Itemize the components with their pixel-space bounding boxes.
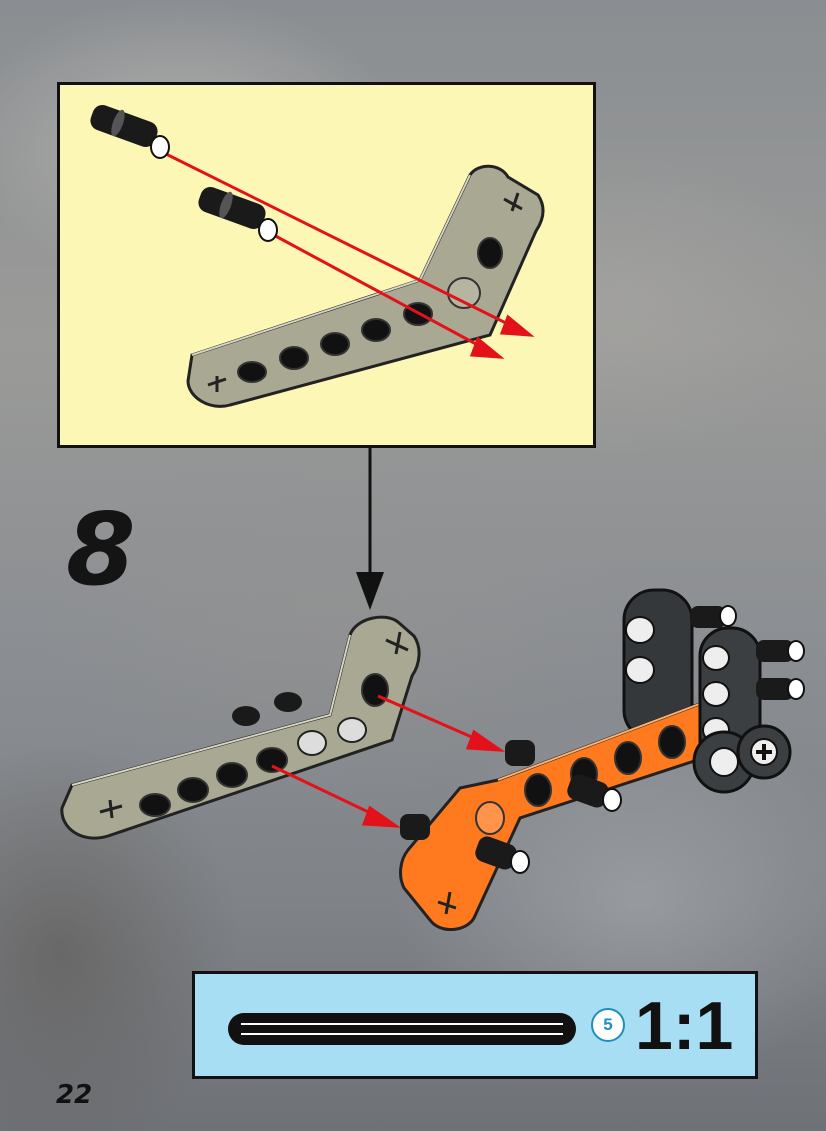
quantity-badge: 5 <box>591 1008 625 1042</box>
connector-block-icon <box>622 588 737 742</box>
assembly-arrow-icon <box>159 149 535 359</box>
connector-block-icon <box>692 626 805 794</box>
assembly-arrow-icon <box>356 448 384 610</box>
step-number: 8 <box>66 491 136 608</box>
scale-label: 1:1 <box>635 988 734 1064</box>
assembly-arrow-icon <box>271 694 506 828</box>
friction-pin-icon <box>198 186 278 242</box>
friction-pin-icon <box>90 104 170 159</box>
bent-liftarm-icon <box>60 615 421 840</box>
subassembly-callout <box>57 82 596 448</box>
bent-liftarm-icon <box>399 697 739 931</box>
parts-list: 5 1:1 <box>192 971 758 1079</box>
friction-pin-icon <box>400 740 622 874</box>
main-assembly-illustration <box>60 448 805 931</box>
subassembly-illustration <box>90 104 545 408</box>
axle-icon <box>228 1013 576 1045</box>
page-number: 22 <box>56 1080 93 1110</box>
